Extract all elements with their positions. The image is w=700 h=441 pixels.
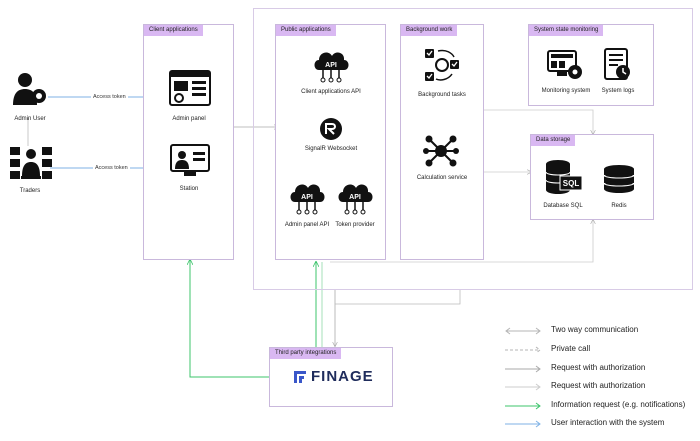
third-party-title: Third party integrations xyxy=(270,348,342,359)
legend-information-request-line xyxy=(505,402,541,410)
admin-api-icon: API xyxy=(290,184,325,215)
edge-bg-to-storage xyxy=(483,109,593,134)
legend-user-interaction: User interaction with the system xyxy=(503,418,693,428)
admin-panel-icon xyxy=(169,70,211,106)
traders-token-label: Access token xyxy=(93,165,130,171)
edge-finage-to-client xyxy=(190,260,270,378)
client-applications-group: Client applications xyxy=(143,24,234,260)
monitoring-system-icon xyxy=(547,50,582,79)
client-applications-title: Client applications xyxy=(144,25,203,36)
legend-two-way: Two way communication xyxy=(503,325,693,335)
monitoring-system-label: Monitoring system xyxy=(541,88,591,94)
admin-panel-label: Admin panel xyxy=(172,116,206,122)
legend-request-auth-1-label: Request with authorization xyxy=(551,363,646,372)
admin-api-text: API xyxy=(301,194,313,201)
background-tasks-label: Background tasks xyxy=(418,92,466,98)
cloud-api-icon: API xyxy=(314,52,349,83)
database-sql-icon: SQL xyxy=(545,160,583,194)
redis-label: Redis xyxy=(611,203,627,209)
backend-container xyxy=(253,8,693,290)
finage-wordmark: FINAGE xyxy=(311,368,374,385)
legend-private-call-line xyxy=(505,346,541,354)
legend-request-auth-2-line xyxy=(505,383,541,391)
calculation-service-label: Calculation service xyxy=(416,175,468,181)
background-tasks-icon xyxy=(425,49,459,81)
legend-private-call: Private call xyxy=(503,344,693,354)
client-api-label: Client applications API xyxy=(301,89,361,95)
legend-information-request: Information request (e.g. notifications) xyxy=(503,400,693,410)
database-sql-label: Database SQL xyxy=(543,203,583,209)
third-party-group: Third party integrations xyxy=(269,347,393,407)
legend-request-auth-1-line xyxy=(505,365,541,373)
data-storage-title: Data storage xyxy=(531,135,576,146)
token-provider-text: API xyxy=(349,194,361,201)
legend-user-interaction-label: User interaction with the system xyxy=(551,418,665,427)
station-label: Station xyxy=(179,186,199,192)
redis-icon xyxy=(603,165,635,193)
cloud-api-text: API xyxy=(325,62,337,69)
signalr-icon xyxy=(320,118,342,140)
calculation-service-icon xyxy=(423,135,459,167)
system-logs-icon xyxy=(604,48,630,80)
token-provider-label: Token provider xyxy=(335,222,375,228)
signalr-label: SignalR Websocket xyxy=(304,146,358,152)
admin-user-label: Admin User xyxy=(14,116,46,122)
background-work-group: Background work xyxy=(400,24,484,260)
legend-user-interaction-line xyxy=(505,420,541,428)
legend-request-auth-1: Request with authorization xyxy=(503,363,693,373)
public-applications-title: Public applications xyxy=(276,25,336,36)
station-icon xyxy=(170,144,210,176)
admin-token-label: Access token xyxy=(91,94,128,100)
token-provider-icon: API xyxy=(338,184,373,215)
admin-api-label: Admin panel API xyxy=(284,222,330,228)
legend-two-way-label: Two way communication xyxy=(551,325,639,334)
legend-request-auth-2: Request with authorization xyxy=(503,381,693,391)
traders-icon xyxy=(10,147,52,179)
edge-public-to-storage xyxy=(330,220,593,263)
system-logs-label: System logs xyxy=(601,88,635,94)
traders-label: Traders xyxy=(19,188,41,194)
system-state-monitoring-title: System state monitoring xyxy=(529,25,604,36)
legend-request-auth-2-label: Request with authorization xyxy=(551,381,646,390)
legend-two-way-line xyxy=(505,327,541,335)
admin-user-icon xyxy=(13,73,46,105)
legend-information-request-label: Information request (e.g. notifications) xyxy=(551,400,686,409)
database-sql-text: SQL xyxy=(563,179,580,188)
background-work-title: Background work xyxy=(401,25,458,36)
finage-mark-icon xyxy=(294,371,306,383)
edge-outer-side xyxy=(335,290,461,305)
legend-private-call-label: Private call xyxy=(551,344,591,353)
